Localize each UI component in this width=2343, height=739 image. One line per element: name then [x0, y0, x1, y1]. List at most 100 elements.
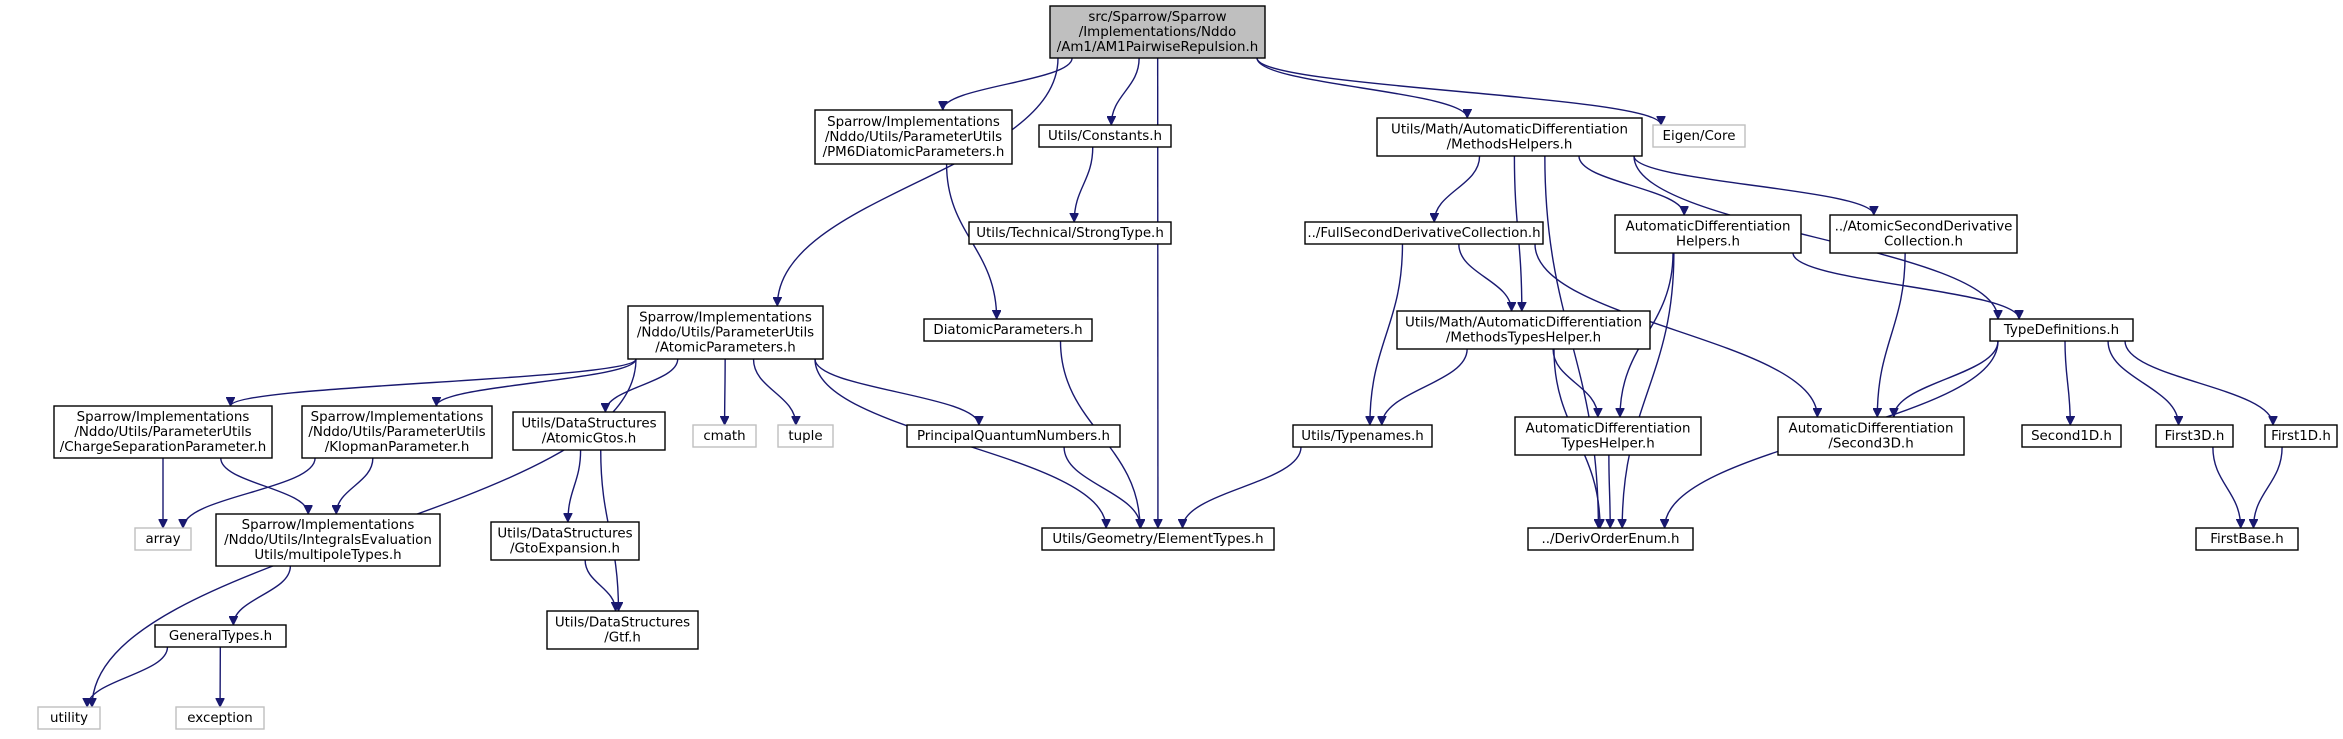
node-label-line: First3D.h [2165, 429, 2225, 444]
node-derivorder[interactable]: ../DerivOrderEnum.h [1527, 527, 1694, 551]
edge-fullsecond-to-second3d [1534, 243, 1817, 417]
node-fullsecond[interactable]: ../FullSecondDerivativeCollection.h [1304, 221, 1544, 245]
node-box [1038, 124, 1172, 148]
node-box [1514, 416, 1702, 456]
node-label-line: TypesHelper.h [1560, 437, 1655, 452]
edge-atomicparams-to-tuple [752, 358, 796, 425]
node-label-line: Utils/Math/AutomaticDifferentiation [1405, 316, 1642, 331]
node-box [2195, 527, 2299, 551]
node-label-line: Utils/Math/AutomaticDifferentiation [1391, 123, 1628, 138]
node-box [1652, 124, 1746, 148]
edge-pqn-to-elementtypes [1063, 446, 1141, 528]
node-methodshelpers[interactable]: Utils/Math/AutomaticDifferentiation/Meth… [1376, 117, 1643, 157]
node-methodstypes[interactable]: Utils/Math/AutomaticDifferentiation/Meth… [1396, 310, 1651, 350]
node-box [1049, 5, 1266, 59]
edge-typedefs-to-second3d [1894, 340, 1999, 418]
node-gtf[interactable]: Utils/DataStructures/Gtf.h [546, 610, 699, 650]
node-box [2155, 424, 2234, 448]
node-typedefs[interactable]: TypeDefinitions.h [1989, 318, 2134, 342]
node-label-line: /Implementations/Nddo [1079, 25, 1237, 40]
node-box [2021, 424, 2122, 448]
node-label-line: /AtomicGtos.h [542, 432, 637, 447]
node-box [906, 424, 1121, 448]
node-label-line: GeneralTypes.h [169, 629, 272, 644]
edge-root-to-eigen [1256, 57, 1661, 126]
node-box [134, 527, 192, 551]
node-klopman[interactable]: Sparrow/Implementations/Nddo/Utils/Param… [301, 405, 493, 459]
edge-methodstypes-to-typenames [1382, 348, 1468, 426]
edge-root-to-constants [1111, 57, 1140, 125]
node-label-line: /Gtf.h [604, 631, 641, 646]
node-gtoexp[interactable]: Utils/DataStructures/GtoExpansion.h [490, 521, 640, 561]
node-pm6[interactable]: Sparrow/Implementations/Nddo/Utils/Param… [814, 109, 1013, 165]
node-box [215, 513, 441, 567]
node-strongtype[interactable]: Utils/Technical/StrongType.h [968, 221, 1172, 245]
node-box [154, 624, 287, 648]
node-label-line: FirstBase.h [2210, 532, 2284, 547]
node-box [1777, 416, 1965, 456]
node-second3d[interactable]: AutomaticDifferentiation/Second3D.h [1777, 416, 1965, 456]
node-tuple[interactable]: tuple [777, 424, 834, 448]
node-label-line: ../AtomicSecondDerivative [1835, 220, 2013, 235]
node-cmath[interactable]: cmath [692, 424, 757, 448]
node-label-line: /MethodsHelpers.h [1447, 138, 1573, 153]
node-first3d[interactable]: First3D.h [2155, 424, 2234, 448]
node-multipole[interactable]: Sparrow/Implementations/Nddo/Utils/Integ… [215, 513, 441, 567]
edge-methodshelpers-to-fullsecond [1434, 155, 1481, 223]
node-eigen[interactable]: Eigen/Core [1652, 124, 1746, 148]
node-label-line: Sparrow/Implementations [639, 311, 812, 326]
edge-first3d-to-firstbase [2212, 446, 2241, 528]
node-box [2264, 424, 2338, 448]
node-first1d[interactable]: First1D.h [2264, 424, 2338, 448]
node-pqn[interactable]: PrincipalQuantumNumbers.h [906, 424, 1121, 448]
node-label-line: Utils/DataStructures [521, 417, 656, 432]
node-label-line: Utils/Constants.h [1048, 129, 1162, 144]
node-label-line: Sparrow/Implementations [311, 410, 484, 425]
edge-typenames-to-elementtypes [1183, 446, 1302, 529]
node-firstbase[interactable]: FirstBase.h [2195, 527, 2299, 551]
edge-generaltypes-to-utility [87, 646, 169, 708]
node-second1d[interactable]: Second1D.h [2021, 424, 2122, 448]
node-label-line: AutomaticDifferentiation [1526, 422, 1691, 437]
edge-constants-to-strongtype [1074, 146, 1094, 222]
node-label-line: DiatomicParameters.h [933, 323, 1082, 338]
edge-fullsecond-to-methodstypes [1458, 243, 1512, 312]
node-exception[interactable]: exception [175, 706, 265, 730]
edge-atomicparams-to-chargesep [231, 358, 637, 407]
node-label-line: Utils/Technical/StrongType.h [976, 226, 1164, 241]
edge-klopman-to-array [183, 457, 316, 529]
node-box [301, 405, 493, 459]
node-utility[interactable]: utility [37, 706, 101, 730]
node-box [1041, 527, 1275, 551]
edge-gtoexp-to-gtf [584, 559, 615, 612]
edge-atomicparams-to-cmath [725, 358, 726, 425]
edge-klopman-to-multipole [336, 457, 374, 515]
node-label-line: /Nddo/Utils/IntegralsEvaluation [224, 533, 432, 548]
node-elementtypes[interactable]: Utils/Geometry/ElementTypes.h [1041, 527, 1275, 551]
node-array[interactable]: array [134, 527, 192, 551]
nodes-layer: src/Sparrow/Sparrow/Implementations/Nddo… [37, 5, 2338, 730]
edge-adtypes-to-derivorder [1609, 454, 1610, 528]
node-label-line: /ChargeSeparationParameter.h [60, 440, 267, 455]
node-label-line: Utils/multipoleTypes.h [254, 548, 401, 563]
node-label-line: Sparrow/Implementations [827, 115, 1000, 130]
edge-root-to-pm6 [943, 57, 1073, 111]
node-box [175, 706, 265, 730]
node-typenames[interactable]: Utils/Typenames.h [1292, 424, 1433, 448]
node-label-line: Utils/Typenames.h [1301, 429, 1423, 444]
node-diatomic[interactable]: DiatomicParameters.h [923, 318, 1093, 342]
edge-first1d-to-firstbase [2253, 446, 2283, 528]
node-atomicgtos[interactable]: Utils/DataStructures/AtomicGtos.h [512, 411, 666, 451]
node-atomicparams[interactable]: Sparrow/Implementations/Nddo/Utils/Param… [627, 305, 824, 360]
node-chargesep[interactable]: Sparrow/Implementations/Nddo/Utils/Param… [53, 405, 273, 459]
node-constants[interactable]: Utils/Constants.h [1038, 124, 1172, 148]
node-box [512, 411, 666, 451]
node-box [1829, 214, 2018, 254]
edge-typedefs-to-first3d [2107, 340, 2178, 425]
node-root[interactable]: src/Sparrow/Sparrow/Implementations/Nddo… [1049, 5, 1266, 59]
node-generaltypes[interactable]: GeneralTypes.h [154, 624, 287, 648]
edge-root-to-methodshelpers [1256, 57, 1467, 119]
